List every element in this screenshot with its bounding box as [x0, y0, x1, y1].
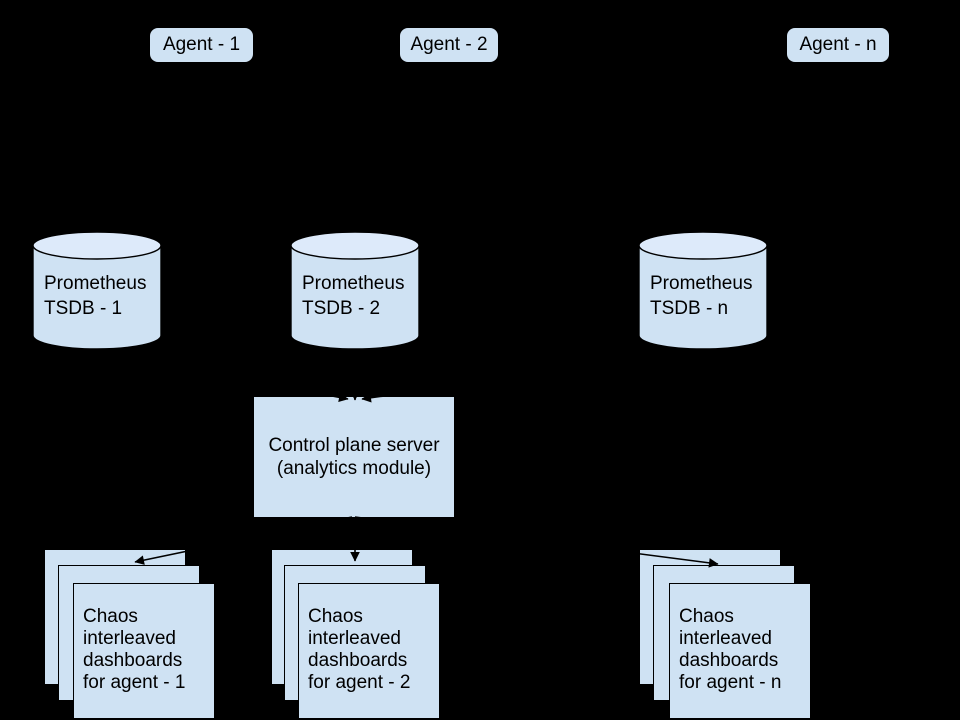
cylinder-tsdb-2 [290, 231, 420, 350]
cylinder-body [638, 245, 768, 350]
edge-tsdb1-to-control-plane [96, 351, 349, 403]
node-control-plane-server: Control plane server (analytics module) [254, 397, 454, 517]
cylinder-top [638, 231, 768, 260]
dashboard-stack-2-sheet-front [298, 583, 440, 719]
dashboard-stack-1-label: Chaos interleaved dashboards for agent -… [83, 606, 186, 693]
dashboard-stack-2-label: Chaos interleaved dashboards for agent -… [308, 606, 411, 693]
node-agent-n-label: Agent - n [799, 34, 877, 55]
cylinder-body [290, 245, 420, 350]
dashboard-stack-1-sheet-front [73, 583, 215, 719]
cylinder-top [290, 231, 420, 260]
cylinder-body [32, 245, 162, 350]
cylinder-tsdb-1 [32, 231, 162, 350]
cylinder-tsdb-n [638, 231, 768, 350]
node-agent-1: Agent - 1 [150, 28, 253, 62]
node-agent-1-label: Agent - 1 [162, 34, 241, 55]
cylinder-top [32, 231, 162, 260]
node-agent-2-label: Agent - 2 [410, 34, 488, 55]
dashboard-stack-n-sheet-front [669, 583, 811, 719]
node-tsdb-n-label: Prometheus TSDB - n [650, 273, 753, 319]
edge-tsdbn-to-control-plane [361, 351, 704, 403]
dashboard-stack-n-label: Chaos interleaved dashboards for agent -… [679, 606, 782, 693]
node-agent-n: Agent - n [787, 28, 889, 62]
node-tsdb-2-label: Prometheus TSDB - 2 [302, 273, 405, 319]
node-control-plane-label: Control plane server (analytics module) [268, 435, 440, 479]
node-agent-2: Agent - 2 [400, 28, 498, 62]
node-tsdb-1-label: Prometheus TSDB - 1 [44, 273, 147, 319]
